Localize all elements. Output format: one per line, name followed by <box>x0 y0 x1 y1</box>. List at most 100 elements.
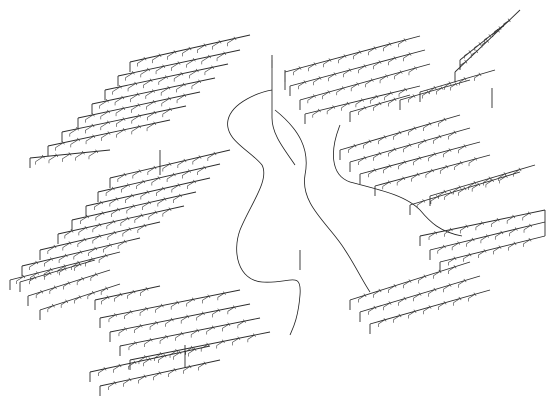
pipe-tick <box>458 185 462 189</box>
pipe-tick <box>448 283 452 287</box>
pipe-tick <box>143 223 147 228</box>
branch-pipe <box>373 153 381 158</box>
branch-pipe <box>206 327 214 332</box>
branch-pipe <box>70 139 79 145</box>
pipe-tick <box>121 95 125 100</box>
branch-pipe <box>480 235 488 241</box>
pipe-tick <box>445 164 449 169</box>
pipe-tick <box>433 152 437 156</box>
branch-pipe <box>358 107 366 113</box>
pipe-tick <box>79 250 83 254</box>
branch-pipe <box>121 184 129 190</box>
branch-pipe <box>29 277 36 282</box>
branch-pipe <box>343 69 351 75</box>
pipe-tick <box>468 252 472 257</box>
branch-pipe <box>498 173 506 179</box>
pipe-tick <box>433 287 437 292</box>
pipe-tick <box>41 154 45 159</box>
branch-pipe <box>48 155 57 161</box>
branch-pipe <box>113 365 121 370</box>
branch-pipe <box>44 258 52 264</box>
branch-pipe <box>62 153 71 160</box>
pipe-tick <box>95 149 99 154</box>
branch-pipe <box>413 157 421 163</box>
pipe-tick <box>404 87 408 92</box>
pipe-tick <box>115 197 119 201</box>
pipe-tick <box>168 162 172 166</box>
main-pipe <box>429 164 536 197</box>
pipe-tick <box>175 348 179 353</box>
pipe-tick <box>465 224 469 229</box>
pipe-tick <box>383 135 387 139</box>
branch-pipe <box>506 216 514 221</box>
pipe-tick <box>496 217 500 222</box>
pipe-tick <box>388 164 392 168</box>
branch-pipe <box>408 95 415 100</box>
pipe-tick <box>221 339 225 344</box>
pipe-tick <box>158 371 162 375</box>
branch-pipe <box>355 99 363 105</box>
branch-pipe <box>131 126 140 132</box>
pipe-tick <box>448 148 452 152</box>
branch-pipe <box>100 121 109 128</box>
pipe-tick <box>78 262 82 267</box>
pipe-tick <box>123 239 127 244</box>
branch-pipe <box>428 289 436 294</box>
branch-pipe <box>448 258 456 263</box>
branch-pipe <box>495 232 503 237</box>
branch-pipe <box>227 38 236 44</box>
pipe-tick <box>153 165 157 170</box>
branch-pipe <box>451 242 459 248</box>
pipe-tick <box>378 101 382 106</box>
pipe-tick <box>483 249 487 253</box>
pipe-tick <box>233 36 237 41</box>
pipe-tick <box>92 134 96 139</box>
branch-pipe <box>416 200 424 206</box>
main-pipe <box>299 63 431 101</box>
pipe-tick <box>147 67 150 72</box>
branch-pipe <box>124 311 132 317</box>
pipe-tick <box>356 82 360 86</box>
pipe-tick <box>152 99 156 104</box>
main-pipe <box>459 19 511 61</box>
pipe-tick <box>389 91 393 95</box>
branch-pipe <box>378 319 386 325</box>
pipe-tick <box>143 374 147 379</box>
branch-pipe <box>373 103 381 108</box>
pipe-tick <box>186 314 190 319</box>
branch-pipe <box>418 140 426 146</box>
branch-pipe <box>94 202 102 208</box>
pipe-tick <box>223 291 226 295</box>
branch-pipe <box>114 294 122 299</box>
branch-pipe <box>494 27 501 32</box>
branch-pipe <box>363 140 371 146</box>
branch-pipe <box>471 184 479 189</box>
branch-pipe <box>182 170 190 176</box>
pipe-tick <box>53 244 57 249</box>
branch-pipe <box>216 341 224 346</box>
branch-pipe <box>112 86 121 92</box>
branch-pipe <box>444 192 452 198</box>
pipe-tick <box>458 296 462 301</box>
branch-pipe <box>398 161 406 167</box>
pipe-tick <box>170 317 174 322</box>
branch-pipe <box>128 342 136 348</box>
pipe-tick <box>346 101 350 106</box>
branch-pipe <box>111 209 119 215</box>
branch-pipe <box>47 246 56 252</box>
branch-pipe <box>117 241 126 247</box>
branch-pipe <box>127 291 135 297</box>
branch-pipe <box>109 198 118 204</box>
branch-pipe <box>136 181 144 187</box>
return-curve <box>333 124 463 237</box>
pipe-tick <box>442 244 446 249</box>
branch-pipe <box>454 162 462 168</box>
branch-pipe <box>36 291 42 296</box>
branch-pipe <box>396 177 404 183</box>
pipe-tick <box>168 96 171 101</box>
branch-pipe <box>403 53 411 59</box>
branch-pipe <box>181 316 188 321</box>
pipe-tick <box>183 158 187 163</box>
branch-pipe <box>171 62 180 69</box>
branch-pipe <box>99 100 108 106</box>
